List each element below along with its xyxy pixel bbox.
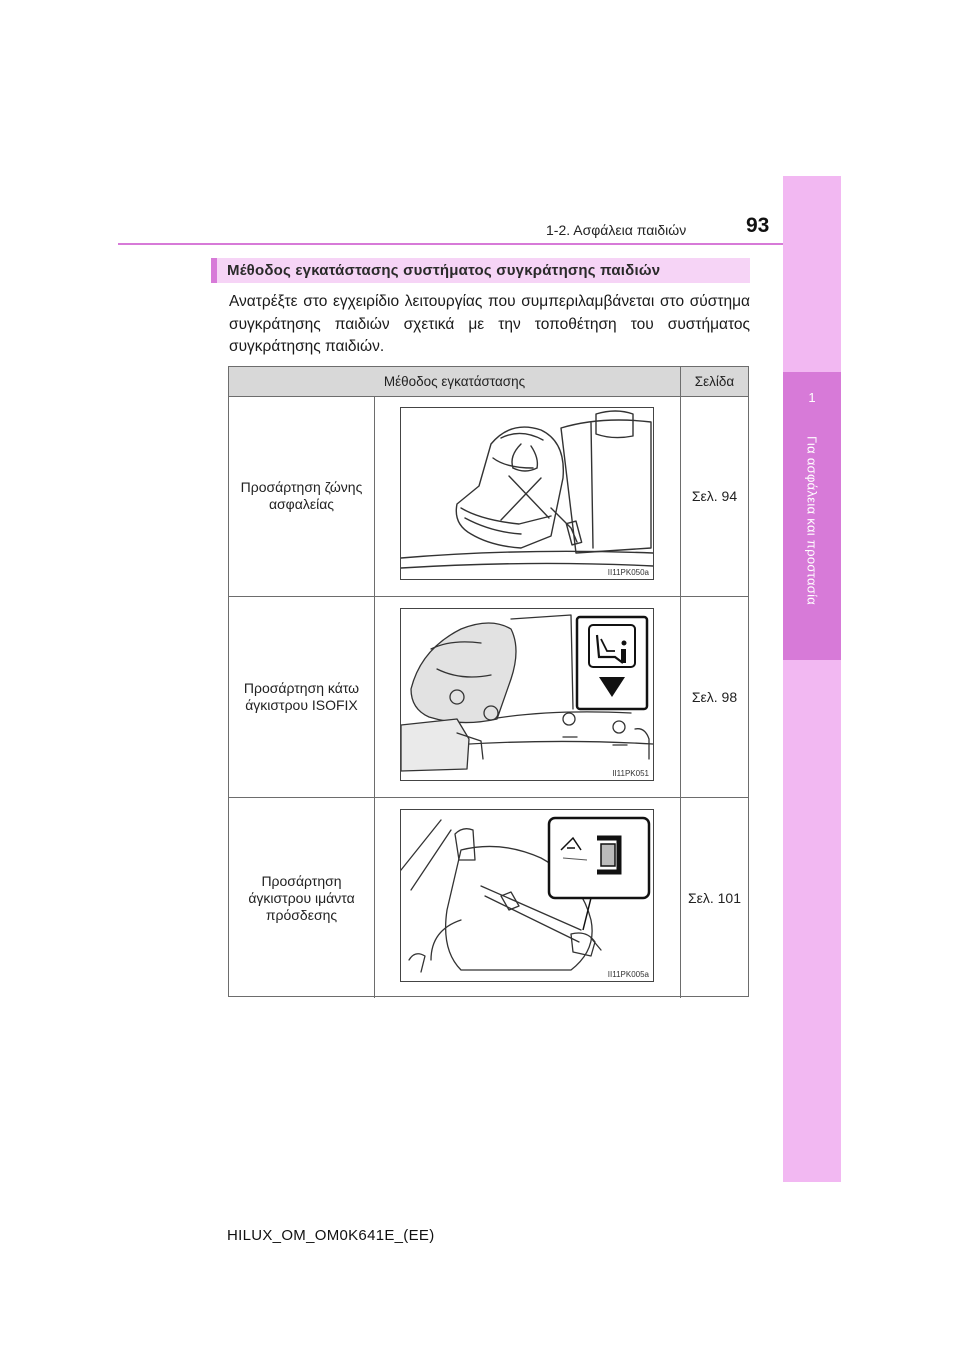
figure-code: II11PK051 xyxy=(612,769,649,778)
section-title: Μέθοδος εγκατάστασης συστήματος συγκράτη… xyxy=(227,262,661,279)
tether-strap-illustration xyxy=(401,816,651,973)
isofix-figure: II11PK051 xyxy=(400,608,654,781)
table-header: Μέθοδος εγκατάστασης Σελίδα xyxy=(229,367,748,397)
table-row: Προσάρτηση άγκιστρου ιμάντα πρόσδεσης xyxy=(229,798,748,998)
section-heading-bar: Μέθοδος εγκατάστασης συστήματος συγκράτη… xyxy=(211,258,750,283)
method-label: Προσάρτηση ζώνης ασφαλείας xyxy=(229,396,375,596)
header-page: Σελίδα xyxy=(694,374,735,389)
page-reference: Σελ. 101 xyxy=(687,890,742,906)
isofix-illustration xyxy=(401,614,653,772)
figure-cell: II11PK050a xyxy=(375,396,681,596)
page-reference: Σελ. 98 xyxy=(691,689,738,705)
header-rule xyxy=(118,243,783,245)
chapter-tab xyxy=(783,176,841,1182)
page-number: 93 xyxy=(746,214,770,237)
figure-code: II11PK005a xyxy=(607,970,649,979)
page-reference: Σελ. 94 xyxy=(691,488,738,504)
tether-strap-figure: II11PK005a xyxy=(400,809,654,982)
figure-cell: II11PK051 xyxy=(375,597,681,797)
method-label: Προσάρτηση κάτω άγκιστρου ISOFIX xyxy=(229,597,375,797)
document-code: HILUX_OM_OM0K641E_(EE) xyxy=(227,1227,435,1244)
installation-table: Μέθοδος εγκατάστασης Σελίδα Προσάρτηση ζ… xyxy=(228,366,749,998)
intro-paragraph: Ανατρέξτε στο εγχειρίδιο λειτουργίας που… xyxy=(229,293,750,355)
header-method: Μέθοδος εγκατάστασης xyxy=(229,367,681,396)
chapter-tab-active xyxy=(783,372,841,660)
table-row: Προσάρτηση ζώνης ασφαλείας xyxy=(229,396,748,597)
child-seat-belt-illustration xyxy=(401,410,653,569)
chapter-number: 1 xyxy=(808,390,816,405)
table-row: Προσάρτηση κάτω άγκιστρου ISOFIX xyxy=(229,597,748,798)
seat-belt-figure: II11PK050a xyxy=(400,407,654,580)
figure-code: II11PK050a xyxy=(607,568,649,577)
header-section-title: 1-2. Ασφάλεια παιδιών xyxy=(546,222,687,238)
figure-cell: II11PK005a xyxy=(375,798,681,998)
method-label: Προσάρτηση άγκιστρου ιμάντα πρόσδεσης xyxy=(229,798,375,998)
chapter-title: Για ασφάλεια και προστασία xyxy=(804,436,820,606)
